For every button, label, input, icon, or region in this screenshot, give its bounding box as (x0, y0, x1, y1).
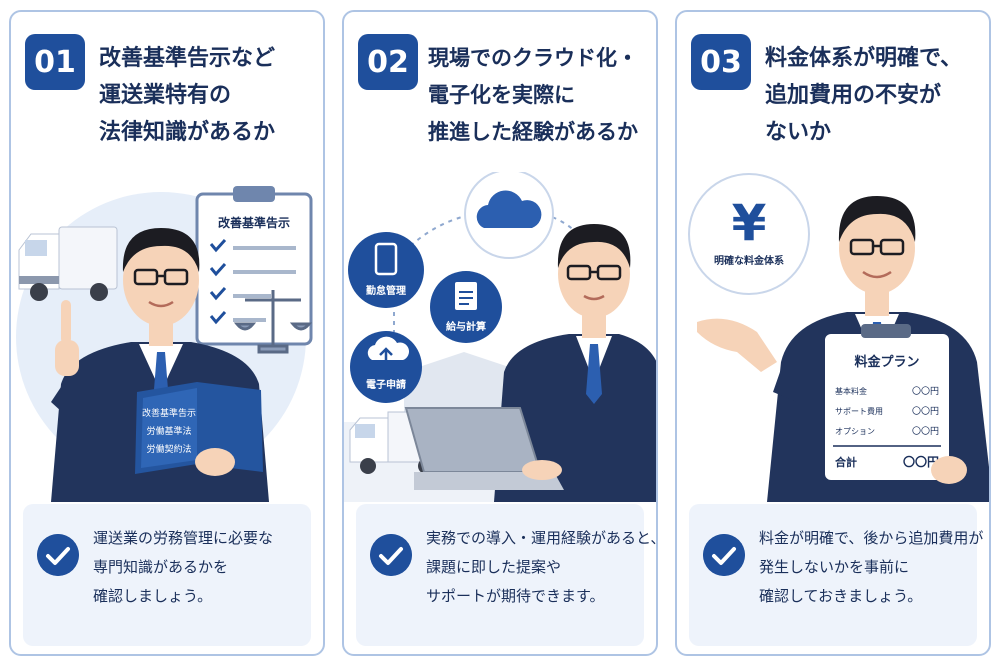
e-application-label: 電子申請 (366, 378, 406, 391)
title-line: 追加費用の不安が (765, 83, 942, 108)
advice-line: 実務での導入・運用経験があると、 (426, 529, 658, 547)
cloud-system-illustration: 勤怠管理 給与計算 電子申請 (344, 172, 656, 502)
panel-legal-knowledge: 01 改善基準告示など 運送業特有の 法律知識があるか 改善基準告示 (9, 10, 325, 656)
panel-title: 改善基準告示など 運送業特有の 法律知識があるか (99, 40, 321, 151)
check-icon (703, 534, 745, 576)
panel-title: 現場でのクラウド化・ 電子化を実際に 推進した経験があるか (428, 40, 656, 151)
yen-icon: ¥ 明確な料金体系 (688, 173, 810, 295)
title-line: 電子化を実際に (428, 83, 575, 107)
check-icon (37, 534, 79, 576)
plan-row-value: 〇〇円 (912, 386, 939, 397)
clipboard-title: 改善基準告示 (218, 215, 290, 230)
cloud-icon (464, 172, 554, 259)
title-line: 法律知識があるか (99, 120, 276, 145)
book-line: 改善基準告示 (142, 407, 196, 419)
law-book-icon: 改善基準告示 労働基準法 労働契約法 (135, 382, 263, 476)
attendance-label: 勤怠管理 (366, 284, 406, 297)
advice-line: 運送業の労務管理に必要な (93, 529, 274, 547)
advice-line: 確認しましょう。 (93, 587, 213, 605)
pricing-illustration: ¥ 明確な料金体系 料金プラン 基本料金 〇〇円 サポート費用 (688, 173, 989, 502)
number-badge: 02 (358, 34, 418, 90)
plan-total-value: 〇〇円 (903, 454, 939, 469)
truck-icon (18, 226, 118, 301)
laptop-icon (404, 407, 564, 490)
payroll-icon: 給与計算 (430, 271, 502, 343)
advice-line: サポートが期待できます。 (426, 587, 605, 605)
advice-box: 実務での導入・運用経験があると、 課題に即した提案や サポートが期待できます。 (356, 504, 658, 646)
advice-text: 運送業の労務管理に必要な 専門知識があるかを 確認しましょう。 (93, 524, 307, 611)
number-badge: 01 (25, 34, 85, 90)
upload-cloud-icon: 電子申請 (350, 331, 422, 403)
yen-symbol: ¥ (732, 194, 767, 252)
clipboard-icon: 改善基準告示 (195, 186, 313, 346)
payroll-label: 給与計算 (446, 320, 486, 333)
panel-digitalization-experience: 02 現場でのクラウド化・ 電子化を実際に 推進した経験があるか 勤怠管理 (342, 10, 658, 656)
advice-text: 料金が明確で、後から追加費用が 発生しないかを事前に 確認しておきましょう。 (759, 524, 984, 611)
plan-title: 料金プラン (854, 354, 919, 370)
number-badge: 03 (691, 34, 751, 90)
advice-line: 料金が明確で、後から追加費用が (759, 529, 984, 547)
advice-line: 確認しておきましょう。 (759, 587, 923, 605)
advice-line: 専門知識があるかを (93, 558, 229, 576)
plan-row-label: 基本料金 (835, 386, 867, 396)
attendance-icon: 勤怠管理 (348, 232, 424, 308)
book-line: 労働契約法 (146, 443, 191, 455)
title-line: 運送業特有の (99, 83, 232, 108)
check-icon (370, 534, 412, 576)
advice-box: 料金が明確で、後から追加費用が 発生しないかを事前に 確認しておきましょう。 (689, 504, 984, 646)
advice-text: 実務での導入・運用経験があると、 課題に即した提案や サポートが期待できます。 (426, 524, 658, 611)
title-line: 推進した経験があるか (428, 120, 638, 144)
advice-line: 発生しないかを事前に (759, 558, 910, 576)
consultant-illustration: 改善基準告示 (16, 186, 313, 502)
plan-row-value: 〇〇円 (912, 426, 939, 437)
panel-clear-pricing: 03 料金体系が明確で、 追加費用の不安が ないか ¥ 明確な料金体系 (675, 10, 991, 656)
scales-of-justice-icon (233, 290, 313, 354)
advice-line: 課題に即した提案や (426, 558, 562, 576)
plan-row-label: サポート費用 (835, 406, 883, 416)
title-line: 料金体系が明確で、 (765, 46, 963, 71)
advice-box: 運送業の労務管理に必要な 専門知識があるかを 確認しましょう。 (23, 504, 311, 646)
title-line: 改善基準告示など (99, 46, 276, 71)
yen-label: 明確な料金体系 (714, 254, 784, 267)
price-plan-board: 料金プラン 基本料金 〇〇円 サポート費用 〇〇円 オプション 〇〇円 合計 〇… (821, 324, 967, 484)
panel-title: 料金体系が明確で、 追加費用の不安が ないか (765, 40, 987, 151)
plan-row-label: オプション (835, 427, 875, 436)
book-line: 労働基準法 (146, 425, 191, 437)
title-line: 現場でのクラウド化・ (428, 46, 638, 70)
plan-row-value: 〇〇円 (912, 406, 939, 417)
title-line: ないか (765, 120, 832, 145)
plan-total-label: 合計 (835, 455, 857, 469)
